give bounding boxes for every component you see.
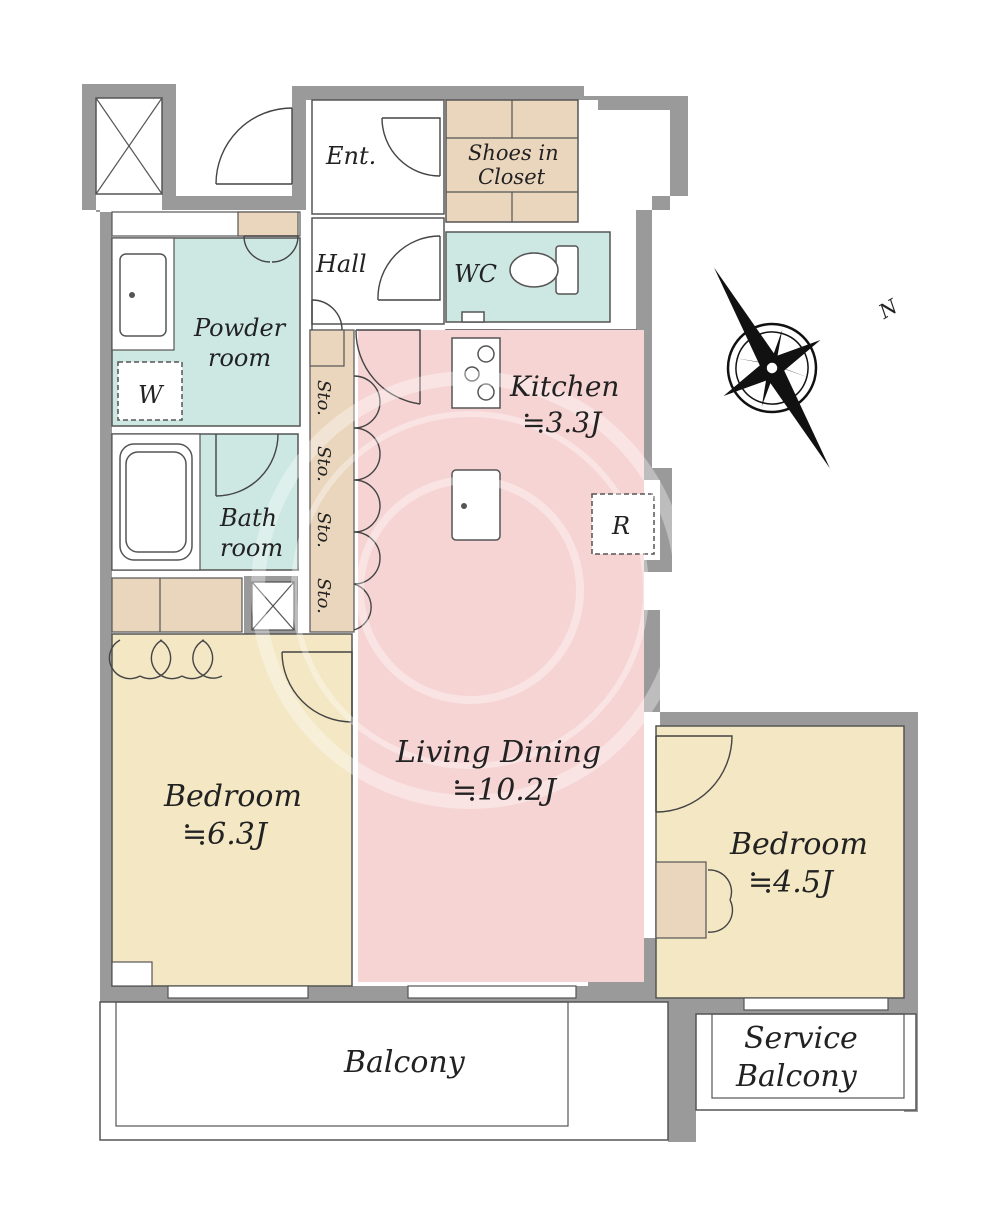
watermark-logo [251,371,689,809]
bedroom1-size-label: ≒6.3J [182,817,269,852]
washer-icon [117,361,183,421]
bedroom1-door-icon [281,651,353,723]
bath-door-icon [215,433,279,497]
shoes-door-icon [381,117,441,177]
storage-fill [309,329,355,633]
bedroom2-label: Bedroom [729,827,868,862]
storage-label-2: Sto. [313,446,334,482]
storage-label-4: Sto. [313,578,334,614]
bedroom1-label: Bedroom [163,779,302,814]
powder-door-icon [243,235,299,263]
powder-room-label-1: Powder [193,314,287,342]
window-bedroom1 [167,985,309,999]
refrigerator-label: R [611,512,630,540]
toilet-icon [509,252,559,288]
window-bedroom2 [743,997,889,1011]
wc-label: WC [454,260,497,288]
washbasin-icon [119,253,167,337]
sink-icon [451,469,501,541]
room-labels: Ent. Shoes in Closet Hall WC Powder room… [138,141,868,1094]
shoes-closet-label-2: Closet [478,165,546,189]
room-fills [99,99,917,1141]
hall-door-icon [377,235,441,301]
balcony-label: Balcony [343,1045,466,1080]
bedroom2-closet-doors-icon [707,869,734,933]
living-dining-size-label: ≒10.2J [452,773,558,808]
storage-label-3: Sto. [313,512,334,548]
storage-doors-icon [353,375,381,631]
washer-label: W [138,381,165,409]
doors [108,107,734,933]
bedroom1-fill [111,633,353,987]
fixtures [95,97,889,1011]
powder-room-label-2: room [208,344,271,372]
storage-label-1: Sto. [313,380,334,416]
compass-north-label: N [874,293,903,324]
compass-rose-icon [714,267,830,469]
kitchen-size-label: ≒3.3J [522,406,603,439]
window-living [407,985,577,999]
bath-room-label-1: Bath [219,504,277,532]
bedroom2-size-label: ≒4.5J [748,865,835,900]
bedroom2-door-icon [655,735,733,813]
living-dining-label: Living Dining [395,735,601,770]
shoes-closet-label-1: Shoes in [468,141,559,165]
hall-label: Hall [315,250,367,278]
bedroom1-closet-doors-icon [108,639,223,680]
kitchen-door-icon [355,329,421,405]
balcony-fill [99,1001,669,1141]
refrigerator-icon [591,493,655,555]
service-balcony-fill [695,1013,917,1111]
bath-room-label-2: room [220,534,283,562]
service-balcony-label-1: Service [744,1021,858,1056]
wc-door-icon [311,299,343,331]
toilet-tank-icon [555,245,579,295]
entrance-label: Ent. [325,142,376,170]
service-balcony-label-2: Balcony [735,1059,858,1094]
entrance-door-icon [215,107,293,185]
kitchen-label: Kitchen [509,370,619,403]
